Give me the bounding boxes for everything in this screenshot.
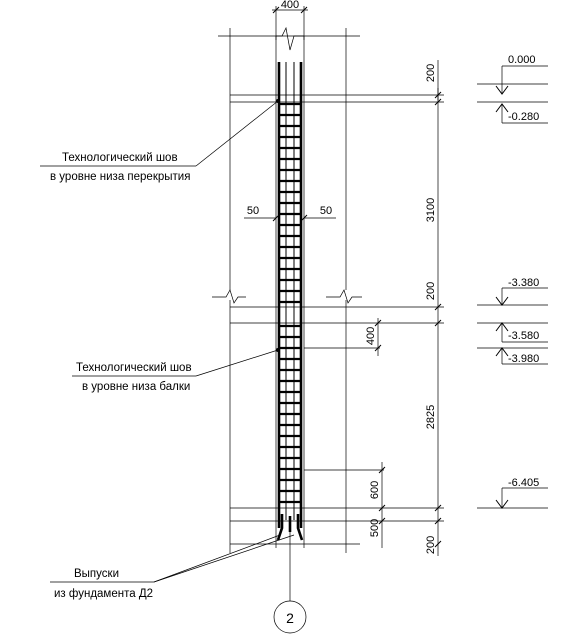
stirrups xyxy=(278,102,302,504)
level-label-1: 0.000 xyxy=(508,54,536,66)
note-beam-joint-line1: Технологический шов xyxy=(76,362,192,374)
level-3580: -3.580 xyxy=(477,322,548,343)
callout-dowels: Выпуски из фундамента Д2 xyxy=(50,534,295,600)
column-reinforcement xyxy=(276,62,304,541)
dimension-width: 400 xyxy=(272,0,308,40)
dim-beam-depth: 400 xyxy=(365,327,377,345)
dim-slab-bottom: 200 xyxy=(425,536,437,554)
dim-lower-height: 2825 xyxy=(425,405,437,429)
callout-beam-joint: Технологический шов в уровне низа балки xyxy=(72,348,280,393)
dimension-cover: 50 50 xyxy=(244,205,336,222)
level-markers: 0.000 -0.280 -3.380 -3.580 xyxy=(477,54,548,509)
callout-slab-joint: Технологический шов в уровне низа перекр… xyxy=(40,99,280,183)
note-dowels-line1: Выпуски xyxy=(74,568,119,580)
level-label-2: -0.280 xyxy=(508,111,539,123)
dim-cover-left: 50 xyxy=(247,205,259,217)
level-label-3: -3.380 xyxy=(508,277,539,289)
level-label-5: -3.980 xyxy=(508,353,539,365)
axis-marker: 2 xyxy=(273,530,307,634)
axis-marker-label: 2 xyxy=(286,610,294,626)
dim-lap-500: 500 xyxy=(369,519,381,537)
level-label-6: -6.405 xyxy=(508,477,539,489)
note-dowels-line2: из фундамента Д2 xyxy=(54,588,153,600)
dimension-chain-inner: 400 600 500 xyxy=(365,318,386,548)
dimension-labels-right: 200 3100 200 2825 200 xyxy=(425,64,437,554)
level-6405: -6.405 xyxy=(477,477,548,509)
structure-outline xyxy=(212,26,444,553)
dim-lap-600: 600 xyxy=(369,481,381,499)
dim-slab-mid: 200 xyxy=(425,282,437,300)
dim-column-width: 400 xyxy=(281,0,299,11)
note-slab-joint-line2: в уровне низа перекрытия xyxy=(50,171,190,183)
level-label-4: -3.580 xyxy=(508,330,539,342)
level-3980: -3.980 xyxy=(477,347,548,365)
note-beam-joint-line2: в уровне низа балки xyxy=(82,381,190,393)
dim-floor-height: 3100 xyxy=(425,198,437,222)
dimension-chain-right xyxy=(434,60,442,556)
level-3380: -3.380 xyxy=(477,277,548,306)
level-0000: 0.000 xyxy=(477,54,548,95)
note-slab-joint-line1: Технологический шов xyxy=(62,152,178,164)
level-0280: -0.280 xyxy=(477,101,548,124)
dim-cover-right: 50 xyxy=(320,205,332,217)
dim-slab-top: 200 xyxy=(425,64,437,82)
